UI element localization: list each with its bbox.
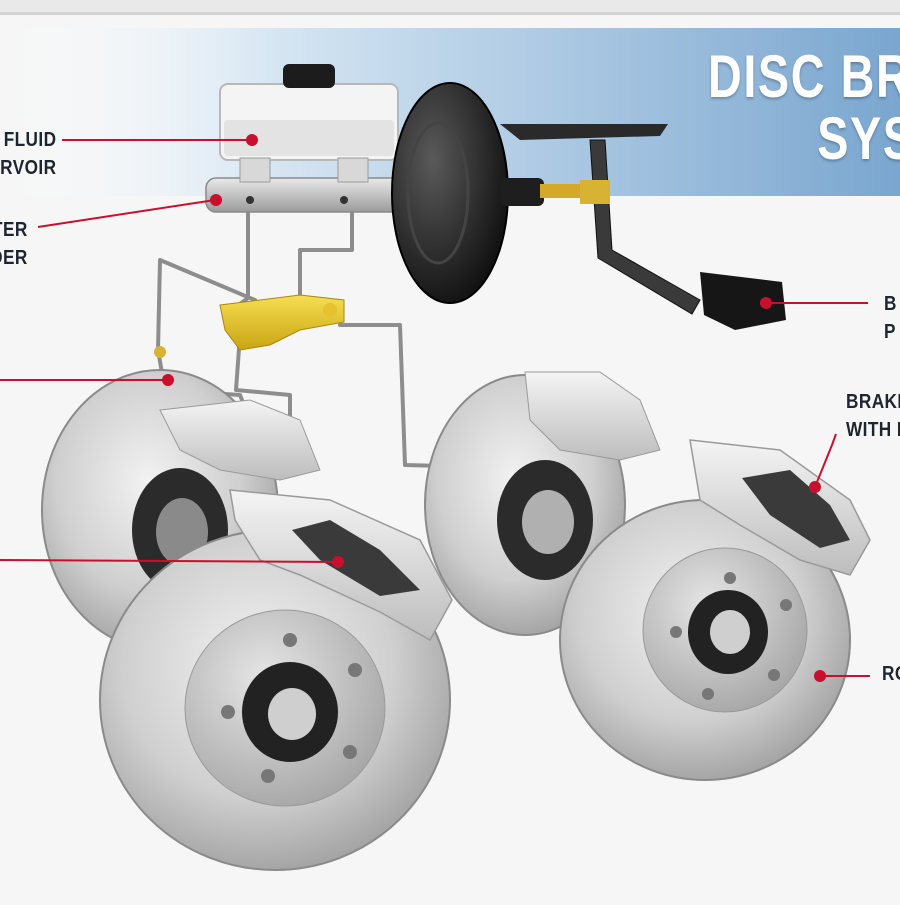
- proportioning-valve: [154, 294, 345, 358]
- master-cylinder: [205, 157, 407, 213]
- line-fitting: [154, 346, 166, 358]
- caliper-rear-right: [524, 371, 661, 461]
- rotor-front-left: [99, 529, 451, 871]
- label-master-cylinder: TER DER: [0, 219, 28, 269]
- brake-pedal: [700, 272, 786, 330]
- fluid-reservoir: [219, 64, 399, 161]
- top-bar-edge: [0, 12, 900, 15]
- reservoir-cap: [283, 64, 335, 88]
- caliper-front-right: [689, 439, 871, 576]
- callout-lines: [0, 139, 870, 677]
- callout-dot-pedal: [760, 297, 772, 309]
- brake-pedal-assembly: [500, 124, 786, 330]
- label-brake-pedal: B P: [884, 293, 897, 343]
- brake-booster: [391, 82, 580, 304]
- callout-dot-reservoir: [246, 134, 258, 146]
- callout-dot-master-cylinder: [210, 194, 222, 206]
- diagram-title: DISC BR SYS: [708, 46, 900, 170]
- callout-line-caliper-right: [814, 433, 837, 488]
- callout-dots: [162, 134, 826, 682]
- caliper-rear-left: [159, 399, 321, 481]
- callout-line-caliper-left: [0, 559, 339, 563]
- rotor-front-right: [559, 499, 851, 781]
- callout-dot-brake-line: [162, 374, 174, 386]
- title-line-2: SYS: [817, 105, 900, 172]
- callout-dot-caliper-left: [332, 556, 344, 568]
- top-bar: [0, 0, 900, 12]
- callout-dot-caliper-right: [809, 481, 821, 493]
- callout-line-master-cylinder: [37, 199, 216, 228]
- label-fluid-reservoir: FLUID RVOIR: [0, 129, 56, 179]
- label-rotor: RO: [882, 663, 900, 685]
- callout-dot-rotor: [814, 670, 826, 682]
- title-line-1: DISC BR: [708, 43, 900, 110]
- label-caliper: BRAKE WITH I: [846, 391, 900, 441]
